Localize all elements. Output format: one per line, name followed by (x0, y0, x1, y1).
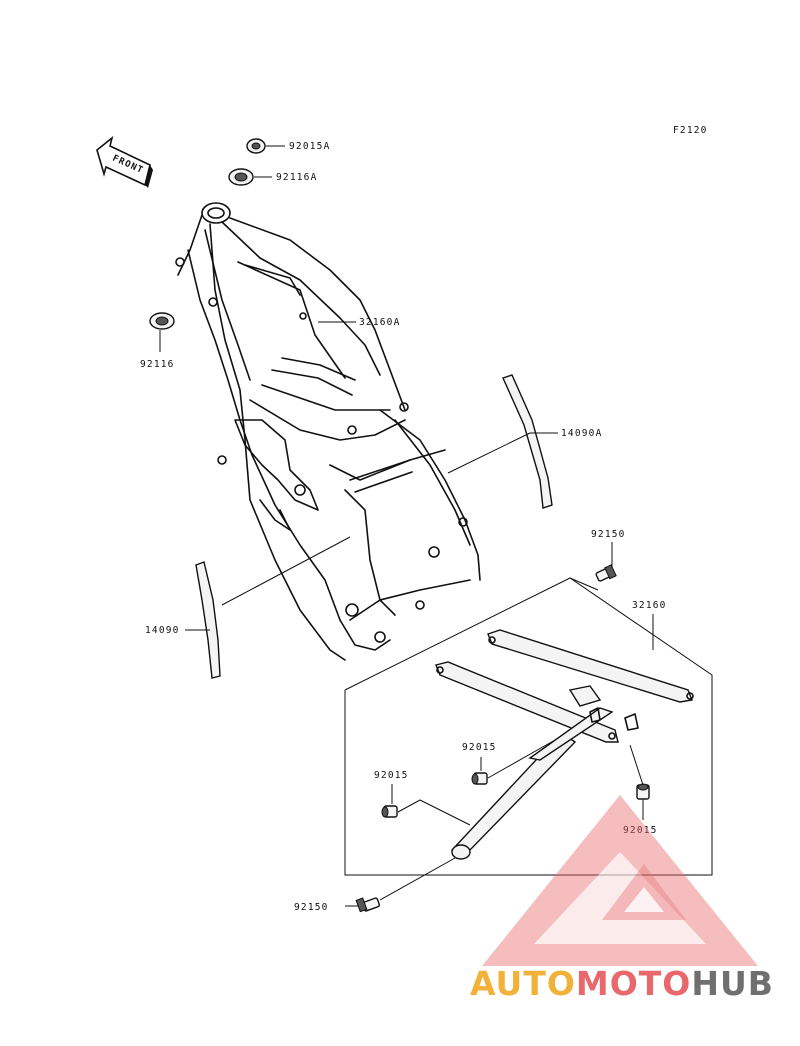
leader-14090A-a (447, 432, 531, 474)
watermark-auto: AUTO (470, 964, 576, 1003)
guard-14090A (502, 374, 553, 509)
collar-92015-left (381, 784, 471, 826)
callout-92015-left: 92015 (374, 770, 409, 781)
callout-14090: 14090 (145, 625, 180, 636)
bolt-92150-bottom (345, 857, 456, 913)
callout-92116A: 92116A (276, 172, 318, 183)
seal-92116A (228, 168, 272, 186)
automotohub-watermark-logo (482, 795, 758, 966)
callout-92116: 92116 (140, 359, 175, 370)
front-arrow-icon: FRONT (96, 135, 153, 188)
callout-14090A: 14090A (561, 428, 603, 439)
callout-92150-top: 92150 (591, 529, 626, 540)
collar-92015-mid (471, 739, 556, 785)
callout-92150-bottom: 92150 (294, 902, 329, 913)
diagram-code: F2120 (673, 125, 708, 136)
subframe-group-box (344, 577, 713, 876)
callout-92015-right: 92015 (623, 825, 658, 836)
subframe-32160 (435, 629, 694, 860)
guard-14090 (195, 561, 221, 679)
callout-32160A: 32160A (359, 317, 401, 328)
watermark-hub: HUB (691, 964, 774, 1003)
leader-14090-a (221, 536, 351, 606)
seal-92116 (149, 312, 175, 352)
leader-92150-top-b (569, 577, 599, 591)
watermark-text: AUTOMOTOHUB (470, 964, 774, 1003)
main-frame-32160A (175, 202, 481, 661)
callout-92015-mid: 92015 (462, 742, 497, 753)
callout-92015A: 92015A (289, 141, 331, 152)
collar-92015-right (629, 744, 650, 820)
callout-32160: 32160 (632, 600, 667, 611)
watermark-moto: MOTO (576, 964, 691, 1003)
bolt-92150-top (595, 542, 617, 582)
washer-92015A (246, 138, 285, 154)
